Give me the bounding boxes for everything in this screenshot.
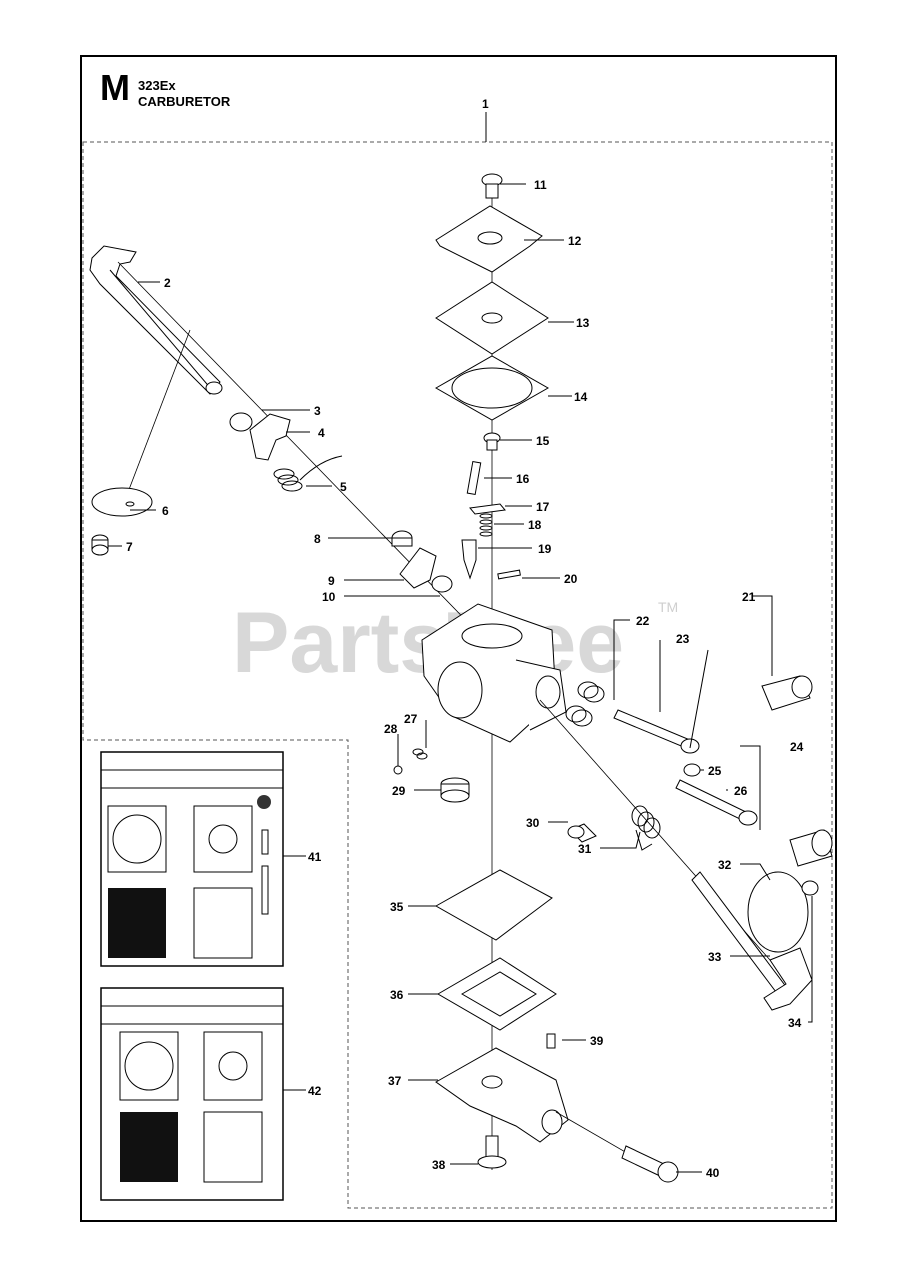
callout-25: 25 [708, 764, 722, 778]
callout-11: 11 [534, 178, 547, 192]
plate-hole [125, 501, 135, 507]
plate-screw [91, 534, 109, 556]
pin-39 [546, 1033, 556, 1049]
callout-38: 38 [432, 1158, 446, 1172]
callout-23: 23 [676, 632, 690, 646]
diagram-frame [80, 55, 837, 1222]
lever-17 [469, 503, 506, 515]
callout-8: 8 [314, 532, 321, 546]
choke-lever [763, 947, 813, 1011]
bushing [229, 412, 253, 432]
pump-body [435, 1047, 569, 1143]
pump-cover-boss [477, 231, 503, 245]
cover-screw [481, 173, 503, 199]
choke-bushing [431, 575, 453, 593]
callout-14: 14 [574, 390, 588, 404]
axis-shaft [117, 261, 486, 641]
spring-18 [479, 513, 493, 537]
callout-4: 4 [318, 426, 325, 440]
callout-20: 20 [564, 572, 578, 586]
diagram-title: CARBURETOR [138, 94, 231, 109]
cap [391, 530, 413, 547]
callout-36: 36 [390, 988, 404, 1002]
screw-15 [483, 432, 501, 451]
ball-28 [393, 765, 403, 775]
needle-26-head [738, 810, 758, 826]
spring-27 [412, 748, 428, 760]
kit-41 [100, 751, 284, 967]
screw-40 [621, 1145, 679, 1183]
callout-1: 1 [482, 97, 489, 111]
callout-24: 24 [790, 740, 804, 754]
throttle-plate [91, 487, 153, 517]
spring-31 [631, 805, 661, 851]
springs-22 [565, 681, 605, 727]
callout-19: 19 [538, 542, 552, 556]
watermark-tm: TM [658, 599, 678, 615]
callout-5: 5 [340, 480, 347, 494]
callout-18: 18 [528, 518, 542, 532]
callout-13: 13 [576, 316, 590, 330]
callout-2: 2 [164, 276, 171, 290]
callout-31: 31 [578, 842, 592, 856]
callout-40: 40 [706, 1166, 720, 1180]
pin-20 [497, 569, 521, 580]
callout-32: 32 [718, 858, 732, 872]
fitting-24 [789, 829, 833, 867]
model-name: 323Ex [138, 78, 176, 93]
callout-21: 21 [742, 590, 756, 604]
callout-34: 34 [788, 1016, 802, 1030]
axis-plate [124, 329, 191, 501]
callout-15: 15 [536, 434, 550, 448]
callout-22: 22 [636, 614, 650, 628]
return-spring [273, 455, 343, 492]
dashed-outline [82, 141, 833, 1209]
choke-screw [801, 880, 819, 896]
leader-lines [108, 183, 813, 1173]
callout-16: 16 [516, 472, 530, 486]
callout-29: 29 [392, 784, 406, 798]
callout-37-39: 39 [590, 1034, 604, 1048]
screw-30 [567, 823, 597, 843]
screw-38 [477, 1135, 507, 1169]
callout-17: 17 [536, 500, 550, 514]
gasket-36-window [461, 971, 537, 1017]
throttle-lever [249, 413, 291, 461]
pin [466, 460, 482, 496]
section-letter: M [100, 67, 130, 108]
callout-27: 27 [404, 712, 418, 726]
callout-26: 26 [734, 784, 748, 798]
callout-35: 35 [390, 900, 404, 914]
choke-plate [747, 871, 809, 953]
callout-33: 33 [708, 950, 722, 964]
fitting-21 [761, 675, 813, 711]
callout-7: 7 [126, 540, 133, 554]
callout-9: 9 [328, 574, 335, 588]
callout-12: 12 [568, 234, 582, 248]
callout-10: 10 [322, 590, 336, 604]
callout-37: 37 [388, 1074, 402, 1088]
diaphragm-center [481, 312, 503, 324]
callout-30: 30 [526, 816, 540, 830]
choke-bracket [399, 547, 437, 589]
needle-23 [613, 709, 691, 749]
throttle-shaft [89, 245, 223, 395]
callout-41: 41 [308, 850, 322, 864]
needle-valve [461, 539, 477, 580]
callout-42: 42 [308, 1084, 322, 1098]
diaphragm-35 [434, 869, 553, 941]
callout-numbers: 1 2 3 4 5 6 7 8 9 10 11 12 13 14 15 16 1… [126, 97, 804, 1180]
callout-28: 28 [384, 722, 398, 736]
callout-6: 6 [162, 504, 169, 518]
kit-42 [100, 987, 284, 1201]
washer [683, 763, 701, 777]
filter-29 [440, 777, 470, 803]
gasket-hole [451, 367, 533, 409]
callout-3: 3 [314, 404, 321, 418]
carburetor-body [421, 603, 567, 743]
